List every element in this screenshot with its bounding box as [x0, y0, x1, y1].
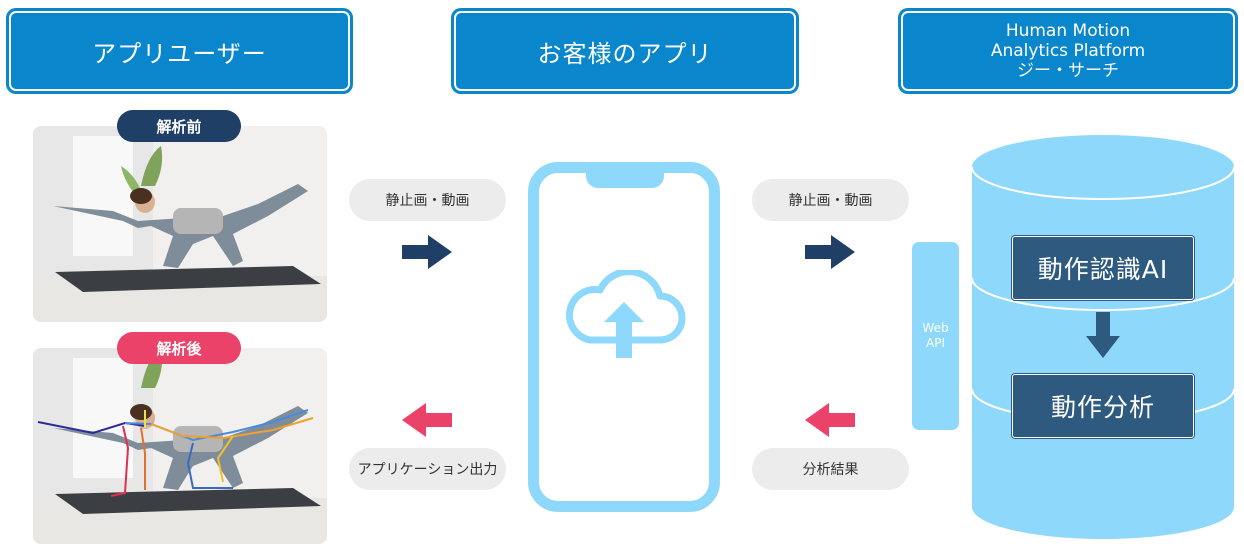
motion-analysis-label: 動作分析	[1050, 393, 1155, 422]
before-analysis-label: 解析前	[156, 117, 202, 136]
motion-analysis-box: 動作分析	[1012, 374, 1194, 438]
analysis-result-text: 分析結果	[802, 462, 859, 478]
motion-recognition-ai-box: 動作認識AI	[1012, 236, 1194, 300]
upload-media-label-left: 静止画・動画	[349, 179, 506, 221]
arrow-left-pink-icon	[402, 403, 452, 437]
yoga-pose-image-after	[33, 348, 327, 544]
header-platform: Human Motion Analytics Platform ジー・サーチ	[898, 8, 1238, 94]
yoga-pose-image-before	[33, 126, 327, 322]
analysis-result-label: 分析結果	[752, 448, 909, 490]
photo-before-analysis	[33, 126, 327, 322]
arrow-right-navy-icon-2	[805, 235, 855, 269]
app-output-text: アプリケーション出力	[357, 462, 498, 478]
app-output-label: アプリケーション出力	[349, 448, 506, 490]
arrow-right-navy-icon	[402, 235, 452, 269]
upload-media-label-right: 静止画・動画	[752, 179, 909, 221]
arrow-down-icon	[1086, 312, 1120, 358]
header-app-user-label: アプリユーザー	[92, 39, 267, 68]
smartphone-notch	[586, 162, 664, 188]
upload-media-text-right: 静止画・動画	[788, 193, 873, 209]
platform-title-line2: Analytics Platform	[990, 41, 1146, 61]
cloud-upload-icon	[566, 270, 686, 358]
after-analysis-badge: 解析後	[117, 332, 241, 364]
platform-title-line3: ジー・サーチ	[1017, 61, 1119, 81]
before-analysis-badge: 解析前	[117, 110, 241, 142]
web-api-bar: Web API	[912, 242, 959, 430]
web-api-line2: API	[926, 336, 945, 350]
upload-media-text-left: 静止画・動画	[385, 193, 470, 209]
web-api-line1: Web	[922, 321, 949, 335]
after-analysis-label: 解析後	[156, 339, 202, 358]
header-customer-app: お客様のアプリ	[451, 8, 799, 94]
platform-title-line1: Human Motion	[1005, 21, 1131, 41]
motion-recognition-ai-label: 動作認識AI	[1037, 255, 1169, 284]
header-app-user: アプリユーザー	[6, 8, 353, 94]
header-customer-app-label: お客様のアプリ	[537, 39, 713, 68]
arrow-left-pink-icon-2	[805, 403, 855, 437]
photo-after-analysis	[33, 348, 327, 544]
